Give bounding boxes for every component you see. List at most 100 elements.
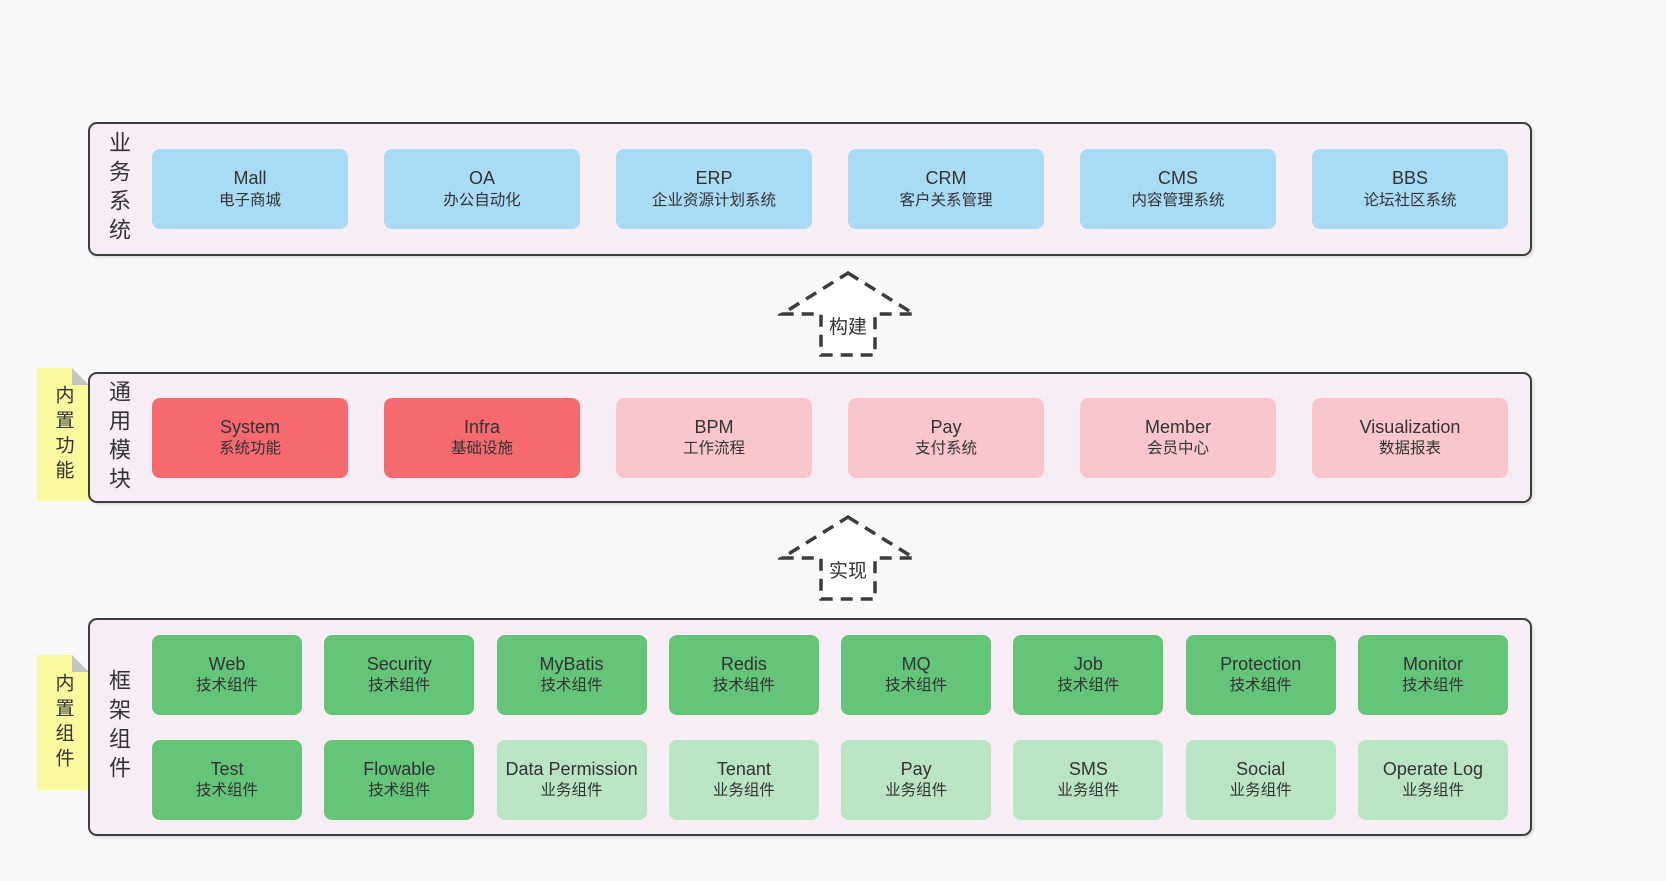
node-title: Visualization xyxy=(1359,416,1461,437)
folded-corner-icon xyxy=(72,655,89,672)
node-title: Test xyxy=(210,758,244,779)
node-title: Operate Log xyxy=(1382,758,1483,779)
node-subtitle: 基础设施 xyxy=(450,440,513,458)
node-member: Member 会员中心 xyxy=(1080,397,1276,478)
node-subtitle: 业务组件 xyxy=(540,782,603,800)
node-social: Social 业务组件 xyxy=(1185,739,1336,820)
node-title: OA xyxy=(468,168,495,189)
node-title: ERP xyxy=(695,168,733,189)
node-title: BBS xyxy=(1391,168,1429,189)
node-subtitle: 技术组件 xyxy=(540,677,603,695)
layer-title: 通用模块 xyxy=(106,379,131,496)
node-subtitle: 技术组件 xyxy=(195,782,258,800)
layer-business-systems: 业务系统 Mall 电子商城 OA 办公自动化 ERP 企业资源计划系统 CRM… xyxy=(88,122,1532,256)
arrow-label: 实现 xyxy=(828,561,868,582)
node-pay: Pay 支付系统 xyxy=(848,397,1044,478)
sticky-note-built-in-components: 内置组件 xyxy=(37,655,89,790)
node-sms: SMS 业务组件 xyxy=(1013,739,1164,820)
node-subtitle: 技术组件 xyxy=(1401,677,1464,695)
node-subtitle: 论坛社区系统 xyxy=(1363,191,1457,209)
node-protection: Protection 技术组件 xyxy=(1185,634,1336,715)
node-title: Data Permission xyxy=(505,758,638,779)
node-crm: CRM 客户关系管理 xyxy=(848,149,1044,229)
node-tenant: Tenant 业务组件 xyxy=(668,739,819,820)
node-visualization: Visualization 数据报表 xyxy=(1312,397,1508,478)
node-subtitle: 电子商城 xyxy=(218,191,281,209)
arrow-build: 构建 xyxy=(778,270,918,358)
sticky-note-built-in-features: 内置功能 xyxy=(37,368,89,501)
node-title: Social xyxy=(1236,758,1286,779)
node-title: Flowable xyxy=(363,758,436,779)
node-redis: Redis 技术组件 xyxy=(668,634,819,715)
node-pay-component: Pay 业务组件 xyxy=(841,739,992,820)
business-systems-row: Mall 电子商城 OA 办公自动化 ERP 企业资源计划系统 CRM 客户关系… xyxy=(146,124,1530,254)
node-erp: ERP 企业资源计划系统 xyxy=(616,149,812,229)
node-title: CMS xyxy=(1158,168,1198,189)
node-title: MyBatis xyxy=(539,653,604,674)
node-monitor: Monitor 技术组件 xyxy=(1357,634,1508,715)
node-title: Tenant xyxy=(716,758,771,779)
node-bbs: BBS 论坛社区系统 xyxy=(1312,149,1508,229)
node-security: Security 技术组件 xyxy=(324,634,475,715)
node-subtitle: 技术组件 xyxy=(1057,677,1120,695)
node-subtitle: 数据报表 xyxy=(1378,440,1441,458)
node-test: Test 技术组件 xyxy=(152,739,302,820)
node-subtitle: 企业资源计划系统 xyxy=(651,191,776,209)
node-title: BPM xyxy=(694,416,734,437)
node-flowable: Flowable 技术组件 xyxy=(324,739,475,820)
layer-title: 框架组件 xyxy=(106,669,131,785)
node-subtitle: 业务组件 xyxy=(712,782,775,800)
node-subtitle: 技术组件 xyxy=(885,677,948,695)
components-row-1: Web 技术组件 Security 技术组件 MyBatis 技术组件 Redi… xyxy=(152,634,1508,715)
common-modules-row: System 系统功能 Infra 基础设施 BPM 工作流程 Pay 支付系统… xyxy=(146,374,1530,501)
node-title: Monitor xyxy=(1402,653,1463,674)
node-title: Infra xyxy=(463,416,501,437)
sticky-label: 内置功能 xyxy=(52,384,74,485)
framework-components-grid: Web 技术组件 Security 技术组件 MyBatis 技术组件 Redi… xyxy=(146,620,1530,834)
node-job: Job 技术组件 xyxy=(1013,634,1164,715)
node-web: Web 技术组件 xyxy=(152,634,302,715)
node-oa: OA 办公自动化 xyxy=(384,149,580,229)
node-title: Security xyxy=(366,653,432,674)
node-title: SMS xyxy=(1068,758,1108,779)
sticky-label: 内置组件 xyxy=(52,672,74,773)
node-subtitle: 技术组件 xyxy=(368,782,431,800)
node-subtitle: 技术组件 xyxy=(1229,677,1292,695)
node-mybatis: MyBatis 技术组件 xyxy=(496,634,647,715)
node-subtitle: 业务组件 xyxy=(1057,782,1120,800)
layer-common-modules: 通用模块 System 系统功能 Infra 基础设施 BPM 工作流程 Pay… xyxy=(88,372,1532,503)
node-subtitle: 系统功能 xyxy=(218,440,281,458)
node-mall: Mall 电子商城 xyxy=(152,149,348,229)
arrow-implement: 实现 xyxy=(778,514,918,602)
node-subtitle: 业务组件 xyxy=(885,782,948,800)
node-subtitle: 技术组件 xyxy=(368,677,431,695)
node-subtitle: 工作流程 xyxy=(682,440,745,458)
node-mq: MQ 技术组件 xyxy=(841,634,992,715)
node-subtitle: 业务组件 xyxy=(1401,782,1464,800)
node-title: Redis xyxy=(720,653,767,674)
up-arrow-icon xyxy=(778,514,918,601)
folded-corner-icon xyxy=(72,368,89,385)
node-subtitle: 内容管理系统 xyxy=(1131,191,1225,209)
node-bpm: BPM 工作流程 xyxy=(616,397,812,478)
node-title: Mall xyxy=(233,168,267,189)
components-row-2: Test 技术组件 Flowable 技术组件 Data Permission … xyxy=(152,739,1508,820)
node-operate-log: Operate Log 业务组件 xyxy=(1357,739,1508,820)
node-title: Member xyxy=(1144,416,1211,437)
node-subtitle: 业务组件 xyxy=(1229,782,1292,800)
node-subtitle: 技术组件 xyxy=(195,677,258,695)
node-data-permission: Data Permission 业务组件 xyxy=(496,739,647,820)
node-subtitle: 客户关系管理 xyxy=(899,191,993,209)
node-system: System 系统功能 xyxy=(152,397,348,478)
up-arrow-icon xyxy=(778,270,918,357)
node-title: Protection xyxy=(1220,653,1302,674)
node-title: Pay xyxy=(900,758,932,779)
node-title: System xyxy=(219,416,280,437)
arrow-label: 构建 xyxy=(828,317,868,338)
node-subtitle: 办公自动化 xyxy=(443,191,521,209)
layer-title: 业务系统 xyxy=(106,131,131,247)
node-subtitle: 技术组件 xyxy=(712,677,775,695)
node-title: MQ xyxy=(901,653,931,674)
node-title: CRM xyxy=(925,168,967,189)
